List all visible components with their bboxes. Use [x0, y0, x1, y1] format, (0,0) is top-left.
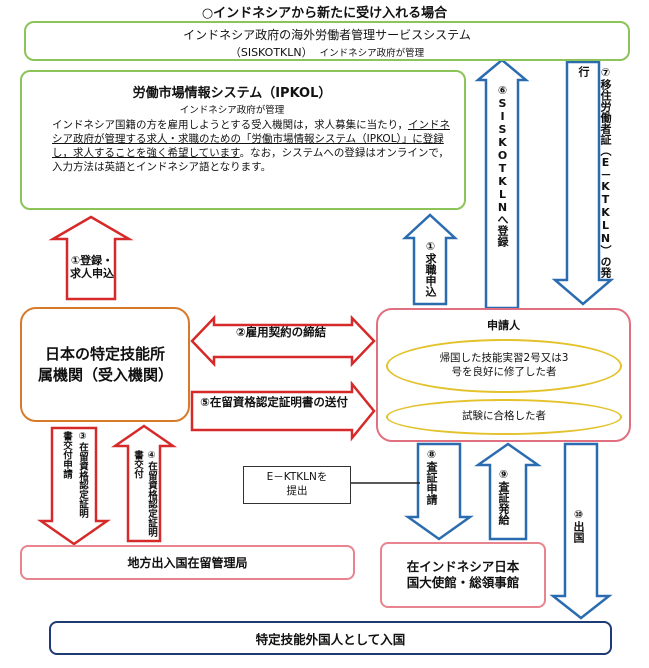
step3-label: ③在留資格認定証明書交付申請 [61, 431, 88, 518]
applicant-oval-2-text: 試験に合格した者 [462, 410, 546, 423]
ipkol-body-part2: 。なお，システムへの登録はオンラインで，入力方法は英語とインドネシア語となります… [52, 146, 449, 173]
arrow-step8 [404, 442, 474, 541]
step10-label: ⑩出国 [572, 508, 585, 543]
arrow-step7 [551, 60, 615, 306]
arrow-step3 [37, 426, 111, 546]
step1b-label: ①求職申込 [424, 240, 437, 297]
final-entry-label: 特定技能外国人として入国 [255, 631, 406, 647]
siskotkln-box: インドネシア政府の海外労働者管理サービスシステム （SISKOTKLN） インド… [24, 21, 630, 61]
ipkol-box: 労働市場情報システム（IPKOL） インドネシア政府が管理 インドネシア国籍の方… [20, 70, 466, 210]
arrow-step9 [474, 442, 542, 541]
ipkol-body-underline: インドネシア政府が管理する求人・求職のための「労働市場情報システム（IPKOL）… [52, 119, 450, 159]
siskotkln-line2-note: インドネシア政府が管理 [319, 48, 425, 59]
applicant-oval-1: 帰国した技能実習2号又は3号を良好に修了した者 [386, 339, 622, 393]
step9-label: ⑨査証発給 [497, 468, 510, 525]
embassy-box: 在インドネシア日本国大使館・総領事館 [380, 542, 546, 608]
ipkol-body: インドネシア国籍の方を雇用しようとする受入機関は，求人募集に当たり，インドネシア… [52, 119, 452, 174]
ektkln-note-text: E－KTKLNを提出 [266, 471, 328, 497]
receiving-org-box: 日本の特定技能所属機関（受入機関） [20, 307, 190, 422]
immigration-office-box: 地方出入国在留管理局 [20, 545, 355, 580]
arrow-step5 [190, 380, 376, 442]
applicant-oval-1-text: 帰国した技能実習2号又は3号を良好に修了した者 [439, 352, 569, 378]
embassy-label: 在インドネシア日本国大使館・総領事館 [406, 558, 520, 590]
ipkol-subtitle: インドネシア政府が管理 [179, 105, 285, 116]
step4-label: ④在留資格認定証明書交付 [132, 450, 157, 537]
applicant-oval-2: 試験に合格した者 [386, 399, 622, 435]
arrow-step1a [48, 215, 134, 301]
arrow-step6 [474, 58, 530, 310]
step5-label: ⑤在留資格認定証明書の送付 [200, 395, 348, 409]
arrow-step10 [549, 442, 613, 620]
receiving-org-label: 日本の特定技能所属機関（受入機関） [38, 345, 174, 384]
immigration-office-label: 地方出入国在留管理局 [127, 556, 248, 570]
page-title: ○インドネシアから新たに受け入れる場合 [201, 5, 448, 21]
step1a-label: ①登録・求人申込 [70, 254, 114, 281]
arrow-step1b [401, 213, 459, 306]
final-entry-box: 特定技能外国人として入国 [49, 621, 612, 655]
arrow-step4 [110, 424, 178, 543]
step2-label: ②雇用契約の締結 [235, 325, 327, 339]
step8-label: ⑧査証申請 [425, 448, 438, 505]
arrow-step2 [190, 314, 376, 368]
applicant-title: 申請人 [487, 319, 520, 332]
ipkol-body-part1: インドネシア国籍の方を雇用しようとする受入機関は，求人募集に当たり， [52, 119, 408, 131]
siskotkln-line2-main: （SISKOTKLN） [229, 46, 313, 59]
step7-label: ⑦移住労働者証（E－KTKLN）の発行 [577, 66, 612, 278]
siskotkln-line1: インドネシア政府の海外労働者管理サービスシステム [183, 28, 471, 42]
ektkln-note-box: E－KTKLNを提出 [243, 466, 351, 504]
ipkol-title: 労働市場情報システム（IPKOL） [132, 86, 332, 101]
step6-label: ⑥SISKOTKLNへ登録 [496, 84, 509, 247]
siskotkln-line2: （SISKOTKLN） インドネシア政府が管理 [26, 44, 628, 60]
